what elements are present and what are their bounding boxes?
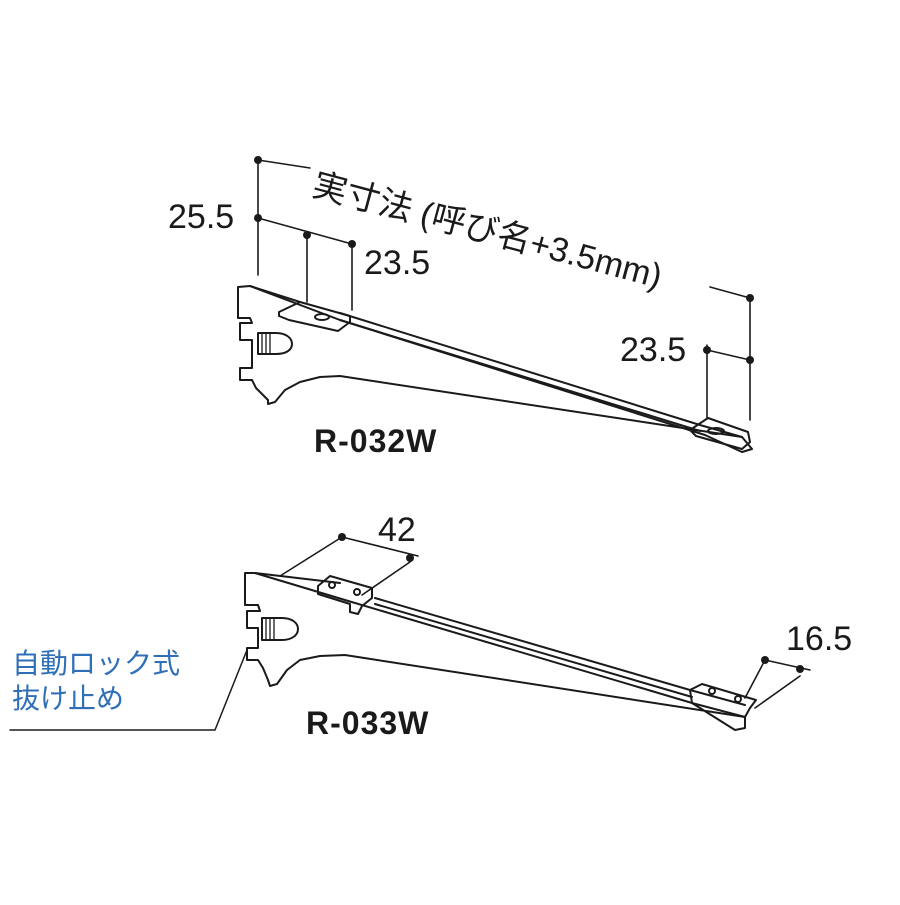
r032-left-height-dimension: 25.5 (168, 198, 235, 236)
r032-top-flange (249, 285, 743, 438)
r032-model-label: R-032W (314, 423, 438, 459)
r032-tab-width-dimension: 23.5 (364, 244, 431, 282)
auto-lock-note-line2: 抜け止め (12, 682, 125, 715)
r033-right-tab-hole-a (708, 687, 716, 695)
r032-right-tab (689, 417, 751, 450)
auto-lock-note: 自動ロック式 抜け止め (12, 646, 180, 716)
r033-dimension-dots (338, 533, 804, 673)
r032-bracket-illustration (237, 285, 753, 453)
r032-right-tab-slot (707, 427, 725, 435)
r033-dimension-lines (279, 536, 811, 709)
auto-lock-note-line1: 自動ロック式 (12, 647, 181, 680)
r033-left-tab-hole-a (328, 581, 336, 589)
r033-back-plate (244, 572, 746, 731)
r032-left-tab (278, 301, 351, 332)
r032-flange-inner (339, 319, 701, 432)
r033-tip-width-dimension: 16.5 (786, 620, 853, 658)
r033-lock-pin (261, 617, 299, 641)
r032-dimension-dots (254, 156, 754, 364)
r032-back-plate (237, 285, 753, 453)
r033-flange-inner (374, 603, 693, 698)
r033-right-tab (689, 683, 757, 718)
r032-lock-pin (257, 332, 293, 355)
r033-model-label: R-033W (306, 705, 430, 741)
r033-tab-width-dimension: 42 (378, 511, 416, 549)
note-leader-line (9, 649, 248, 731)
r033-top-flange (254, 572, 746, 706)
r032-left-tab-slot (314, 313, 330, 321)
r032-right-height-dimension: 23.5 (620, 331, 687, 369)
r033-left-tab-hole-b (353, 588, 361, 596)
r033-bracket-illustration (244, 572, 757, 731)
r033-right-tab-hole-b (734, 695, 742, 703)
r033-left-tab (317, 575, 373, 615)
